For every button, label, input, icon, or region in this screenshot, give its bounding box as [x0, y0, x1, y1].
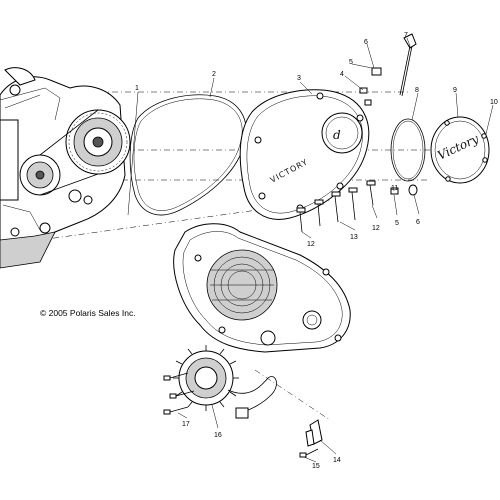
copyright-notice: © 2005 Polaris Sales Inc. [40, 308, 136, 318]
derby-o-ring [390, 118, 426, 182]
callout-5b: 5 [395, 220, 399, 227]
callout-7: 7 [404, 32, 408, 39]
callout-10: 10 [490, 99, 498, 106]
drain-plug [408, 184, 418, 196]
callout-13: 13 [350, 234, 358, 241]
callout-14: 14 [333, 457, 341, 464]
callout-5: 5 [349, 59, 353, 66]
callout-labels: 1 2 3 4 5 6 7 8 9 10 11 5 6 12 12 13 14 … [135, 32, 498, 470]
derby-cover: Victory [430, 116, 490, 184]
callout-12a: 12 [372, 225, 380, 232]
stator-bolts [163, 372, 195, 415]
callout-1: 1 [135, 85, 139, 92]
leader-lines [127, 37, 494, 463]
callout-11: 11 [391, 185, 398, 192]
outer-cover-gasket [129, 94, 247, 216]
bracket [299, 419, 323, 458]
callout-6: 6 [364, 39, 368, 46]
callout-9: 9 [453, 87, 457, 94]
callout-15: 15 [312, 463, 320, 470]
callout-6b: 6 [416, 219, 420, 226]
svg-text:d: d [333, 128, 341, 142]
callout-16: 16 [214, 432, 222, 439]
dipstick-plug [371, 67, 382, 76]
dipstick-assembly [359, 33, 418, 196]
callout-4: 4 [340, 71, 344, 78]
outer-primary-cover: d VICTORY [239, 89, 370, 220]
engine-case [0, 67, 131, 269]
cover-screws [296, 180, 376, 233]
callout-2: 2 [212, 71, 216, 78]
callout-8: 8 [415, 87, 419, 94]
callout-17: 17 [182, 421, 190, 428]
inner-primary-housing [173, 223, 351, 353]
callout-12b: 12 [307, 241, 315, 248]
stator [173, 345, 277, 419]
callout-3: 3 [297, 75, 301, 82]
stator-connector [235, 407, 249, 419]
